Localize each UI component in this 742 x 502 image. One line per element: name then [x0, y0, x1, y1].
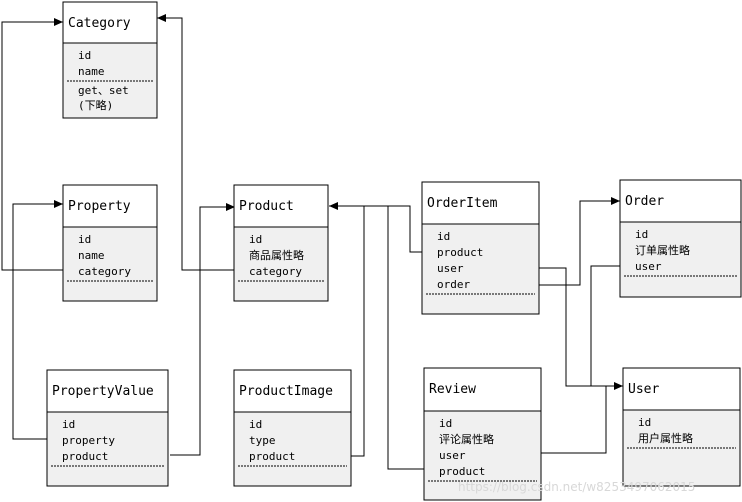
- class-name: Product: [239, 199, 294, 214]
- class-field: product: [437, 246, 483, 259]
- class-field: 评论属性略: [439, 432, 494, 446]
- class-field: name: [78, 249, 105, 262]
- class-field: user: [437, 262, 464, 275]
- class-method: get、set: [78, 84, 129, 97]
- class-field: 商品属性略: [249, 248, 304, 262]
- connector-orderitem-product: [329, 202, 430, 253]
- connector-product-category: [157, 14, 236, 271]
- class-box-propertyvalue: PropertyValue id property product: [46, 369, 169, 487]
- class-field: id: [78, 233, 91, 246]
- class-field: 用户属性略: [638, 431, 693, 445]
- class-name: Order: [625, 194, 664, 209]
- class-field: order: [437, 278, 470, 291]
- class-box-header: [233, 184, 329, 228]
- connector-orderitem-order: [524, 197, 620, 286]
- class-box-header: [619, 179, 742, 223]
- class-name: PropertyValue: [52, 384, 154, 399]
- class-box-header: [46, 369, 169, 413]
- class-field: id: [78, 49, 91, 62]
- connector-propertyvalue-product: [170, 203, 235, 456]
- connector-order-user: [590, 265, 630, 386]
- class-box-productimage: ProductImage id type product: [233, 369, 352, 487]
- class-method: (下略): [78, 98, 113, 112]
- connector-review-user: [524, 386, 607, 454]
- class-box-product: Product id 商品属性略 category: [233, 184, 329, 302]
- class-field: product: [249, 450, 295, 463]
- class-name: Category: [68, 16, 131, 31]
- class-field: id: [437, 230, 450, 243]
- class-name: User: [628, 382, 659, 397]
- class-box-header: [421, 181, 540, 225]
- class-box-orderitem: OrderItem id product user order: [421, 181, 540, 315]
- class-field: user: [635, 260, 662, 273]
- class-name: OrderItem: [427, 196, 498, 211]
- class-field: 订单属性略: [635, 243, 690, 257]
- class-name: ProductImage: [239, 384, 333, 399]
- connector-property-category: [1, 18, 66, 271]
- class-box-header: [62, 1, 158, 44]
- class-box-header: [233, 369, 352, 413]
- watermark: https://blog.csdn.net/w8253497062015: [458, 480, 695, 494]
- class-field: name: [78, 65, 105, 78]
- class-field: id: [249, 233, 262, 246]
- connector-propertyvalue-property: [12, 200, 63, 440]
- class-field: id: [638, 416, 651, 429]
- class-box-header: [62, 184, 158, 228]
- class-box-user: User id 用户属性略: [622, 367, 741, 487]
- class-box-review: Review id 评论属性略 user product: [423, 367, 542, 501]
- class-box-property: Property id name category: [62, 184, 158, 302]
- class-field: id: [62, 418, 75, 431]
- class-box-header: [423, 367, 542, 412]
- class-field: id: [635, 228, 648, 241]
- class-name: Property: [68, 199, 131, 214]
- class-field: type: [249, 434, 276, 447]
- class-box-header: [622, 367, 741, 411]
- class-field: user: [439, 449, 466, 462]
- class-box-category: Category id name get、set(下略): [62, 1, 158, 119]
- class-field: property: [62, 434, 115, 447]
- class-field: product: [439, 465, 485, 478]
- class-field: category: [249, 265, 302, 278]
- class-field: product: [62, 450, 108, 463]
- class-field: category: [78, 265, 131, 278]
- connector-orderitem-user: [524, 267, 623, 390]
- class-name: Review: [429, 382, 476, 397]
- class-box-order: Order id 订单属性略 user: [619, 179, 742, 298]
- class-field: id: [249, 418, 262, 431]
- class-field: id: [439, 417, 452, 430]
